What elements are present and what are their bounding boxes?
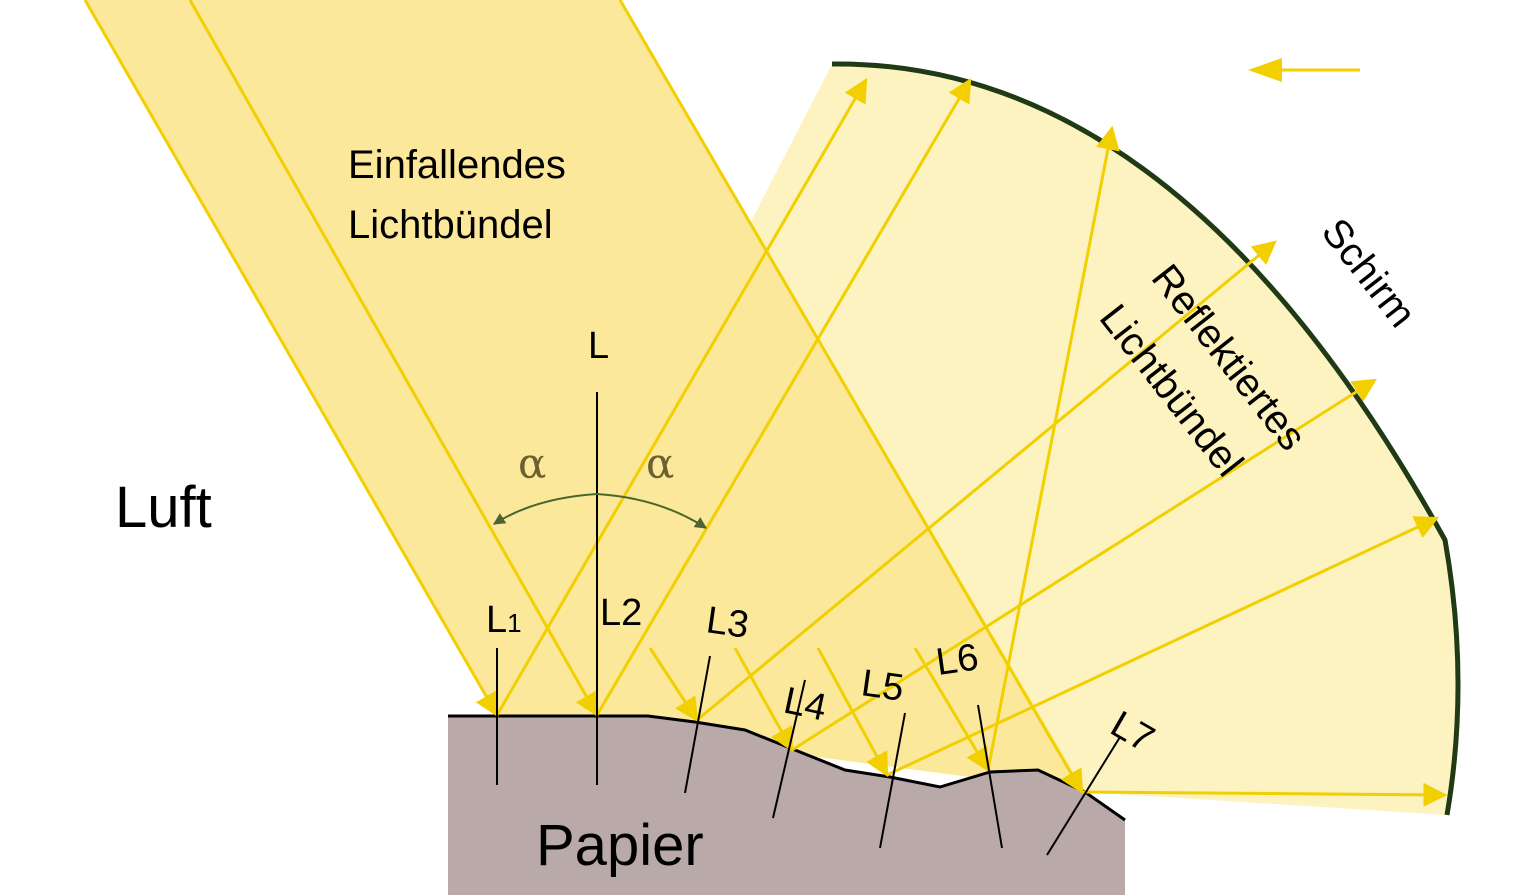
normal-l3 — [684, 655, 711, 794]
reflected-ray-1 — [495, 77, 868, 716]
incident-ray-6 — [913, 647, 990, 773]
normal-l5 — [879, 712, 906, 849]
normal-label-l5: L5 — [859, 662, 907, 709]
screen-arc — [831, 61, 1461, 816]
incident-label-line2: Lichtbündel — [348, 203, 553, 247]
paper-label: Papier — [536, 813, 704, 878]
normal-label-l4: L4 — [780, 680, 830, 730]
normal-l7 — [1046, 736, 1121, 856]
reflected-ray-4 — [791, 378, 1378, 752]
incident-ray-4 — [733, 647, 794, 753]
incident-ray-edge-right — [618, 0, 1084, 795]
reflected-ray-5 — [886, 516, 1440, 777]
normal-label-l6: L6 — [933, 636, 981, 683]
incident-ray-edge-left — [83, 0, 499, 718]
normal-l6 — [977, 704, 1003, 849]
reflected-ray-7 — [1081, 782, 1448, 807]
incident-ray-2 — [188, 0, 599, 718]
angle-arc-right — [596, 493, 708, 529]
incident-beam — [85, 0, 1085, 792]
incident-ray-3 — [648, 647, 699, 723]
air-label: Luft — [115, 475, 212, 540]
incident-label-line1: Einfallendes — [348, 143, 566, 187]
angle-arc-left — [492, 493, 598, 525]
left-arrow-icon — [1248, 58, 1360, 82]
normal-label-l3: L3 — [704, 599, 752, 646]
normal-label-l2: L2 — [600, 592, 642, 634]
normal-main-label: L — [588, 325, 609, 367]
screen-label: Schirm — [1313, 210, 1424, 335]
alpha-left-label: α — [518, 439, 546, 488]
alpha-right-label: α — [646, 439, 674, 488]
normal-label-l1: L1 — [486, 599, 522, 641]
paper-surface — [448, 716, 1125, 895]
reflected-ray-6 — [986, 125, 1120, 771]
reflected-ray-2 — [595, 77, 972, 716]
reflected-ray-3 — [696, 240, 1277, 722]
normal-l4 — [772, 679, 806, 819]
